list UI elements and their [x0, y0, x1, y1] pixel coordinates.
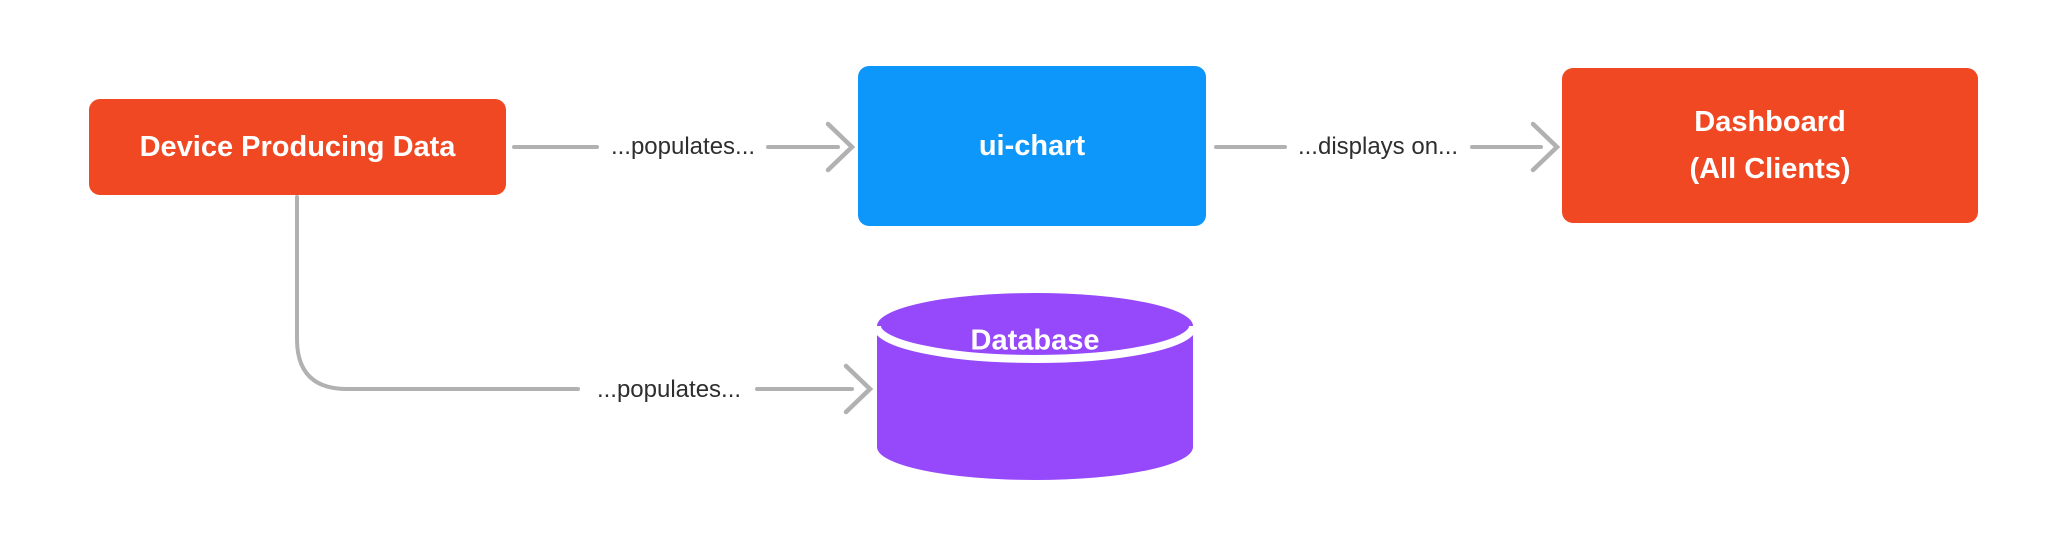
edge-device-to-database: [295, 195, 874, 415]
edge-uichart-to-dashboard: [1214, 121, 1561, 173]
arrowhead-icon: [1530, 121, 1561, 173]
node-label: ui-chart: [978, 129, 1086, 162]
node-label-line-1: Dashboard: [1694, 105, 1846, 138]
arrowhead-icon: [843, 363, 874, 415]
edge-label-populates-top: ...populates...: [606, 133, 760, 161]
edge-label-displays-on: ...displays on...: [1293, 133, 1463, 161]
node-label: Device Producing Data: [139, 130, 456, 163]
node-dashboard: Dashboard (All Clients): [1562, 68, 1978, 223]
node-device-producing-data: Device Producing Data: [89, 99, 506, 195]
node-database-cylinder: [873, 293, 1197, 480]
cylinder-top-cap: [877, 293, 1193, 359]
node-database-label: Database: [970, 324, 1100, 357]
node-ui-chart: ui-chart: [858, 66, 1206, 226]
cylinder-bottom: [877, 414, 1193, 480]
cylinder-separator: [873, 325, 1197, 363]
edge-line: [295, 195, 580, 391]
edge-label-populates-bottom: ...populates...: [592, 376, 746, 404]
arrowhead-icon: [825, 121, 856, 173]
edge-device-to-uichart: [512, 121, 856, 173]
node-label-line-2: (All Clients): [1689, 152, 1851, 185]
